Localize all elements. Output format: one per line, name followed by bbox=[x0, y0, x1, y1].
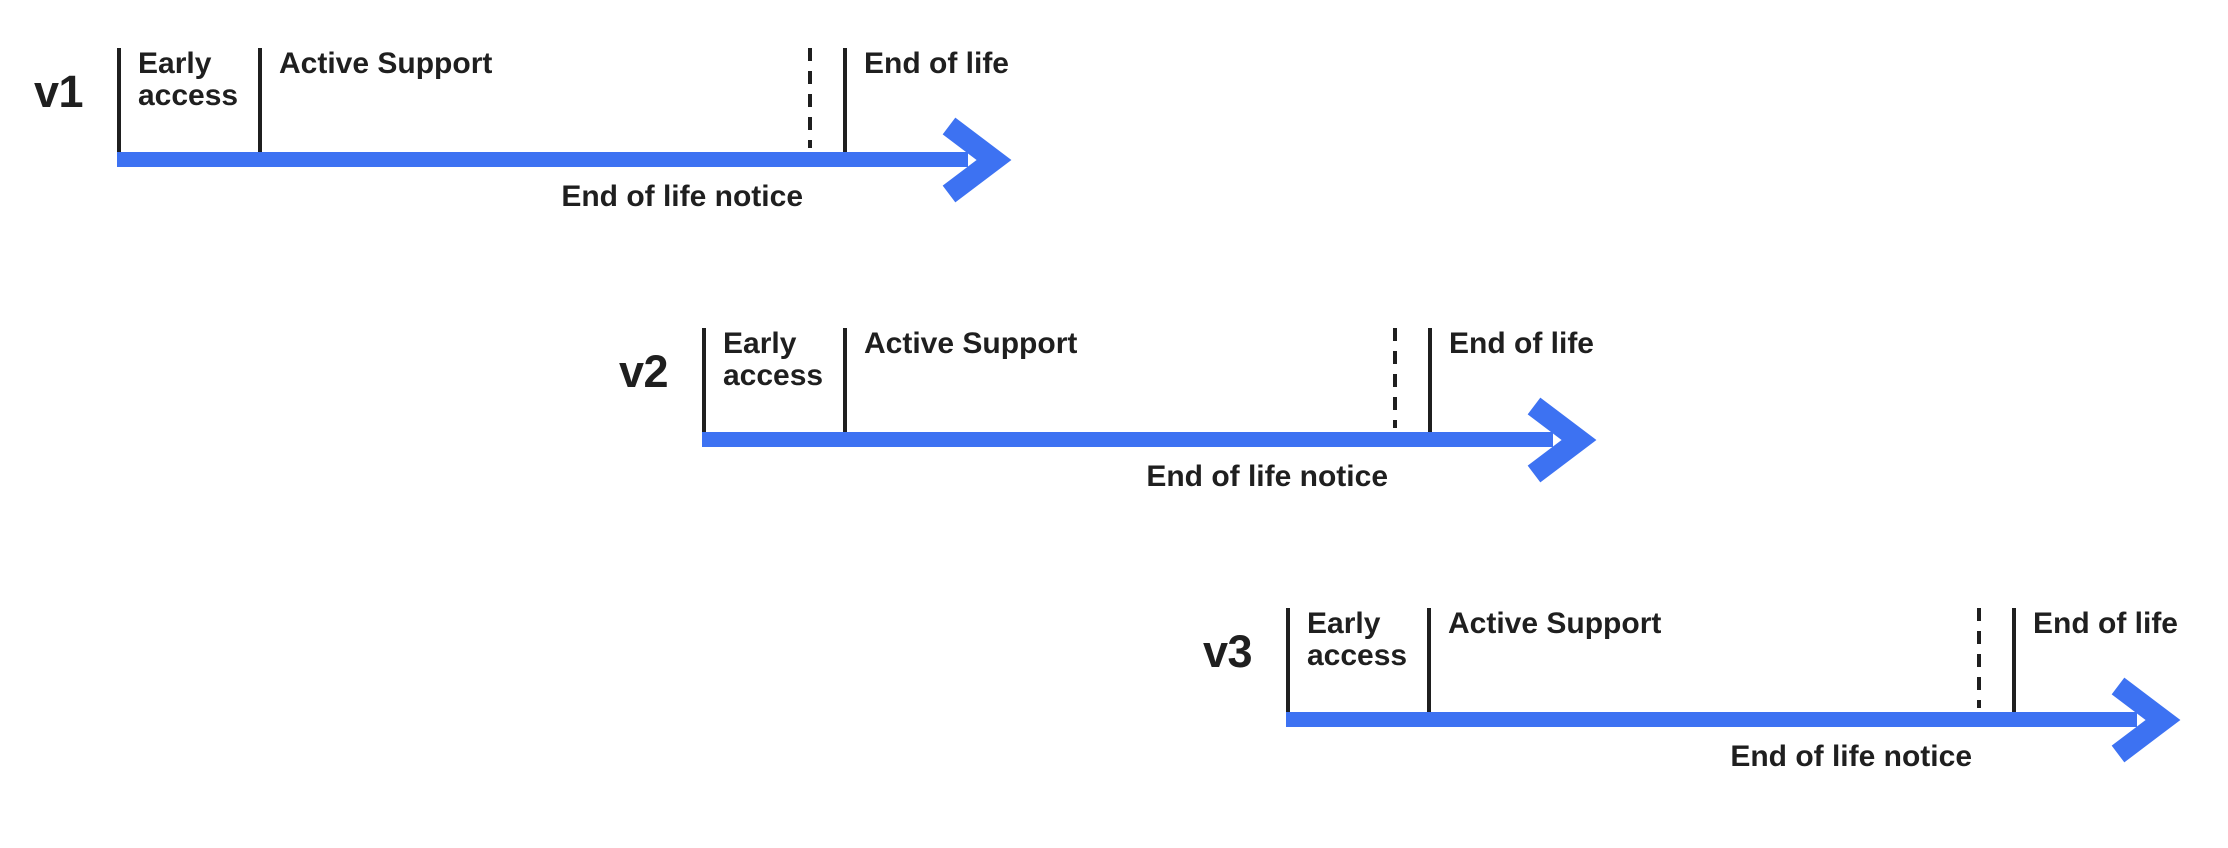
timeline-v2: v2 Early access Active Support End of li… bbox=[582, 328, 1742, 568]
end-of-life-label: End of life bbox=[1449, 327, 1594, 360]
early-access-label: Early access bbox=[1307, 607, 1408, 672]
end-of-life-notice-label: End of life notice bbox=[1730, 740, 1972, 773]
timeline-v3: v3 Early access Active Support End of li… bbox=[1166, 608, 2228, 848]
early-access-start-tick bbox=[702, 328, 706, 432]
end-of-life-tick bbox=[2012, 608, 2016, 712]
end-of-life-label: End of life bbox=[2033, 607, 2178, 640]
arrowhead-icon bbox=[942, 117, 1012, 203]
end-of-life-tick bbox=[1428, 328, 1432, 432]
arrowhead-icon bbox=[2111, 677, 2181, 763]
end-of-life-notice-label: End of life notice bbox=[561, 180, 803, 213]
version-timeline-diagram: v1 Early access Active Support End of li… bbox=[0, 48, 2181, 773]
early-access-start-tick bbox=[117, 48, 121, 152]
eol-notice-dashed-line bbox=[808, 48, 812, 148]
active-support-label: Active Support bbox=[1448, 607, 1662, 640]
version-label: v2 bbox=[618, 346, 669, 397]
version-label: v3 bbox=[1202, 626, 1253, 677]
timeline-arrow-shaft bbox=[1286, 712, 2137, 727]
early-access-label: Early access bbox=[138, 47, 239, 112]
eol-notice-dashed-line bbox=[1977, 608, 1981, 708]
timeline-v1: v1 Early access Active Support End of li… bbox=[0, 48, 1157, 288]
timeline-arrow-shaft bbox=[117, 152, 968, 167]
active-support-label: Active Support bbox=[864, 327, 1078, 360]
end-of-life-label: End of life bbox=[864, 47, 1009, 80]
end-of-life-tick bbox=[843, 48, 847, 152]
version-label: v1 bbox=[33, 66, 84, 117]
active-support-start-tick bbox=[258, 48, 262, 152]
early-access-start-tick bbox=[1286, 608, 1290, 712]
end-of-life-notice-label: End of life notice bbox=[1146, 460, 1388, 493]
active-support-start-tick bbox=[843, 328, 847, 432]
active-support-start-tick bbox=[1427, 608, 1431, 712]
early-access-label: Early access bbox=[723, 327, 824, 392]
timeline-arrow-shaft bbox=[702, 432, 1553, 447]
eol-notice-dashed-line bbox=[1393, 328, 1397, 428]
active-support-label: Active Support bbox=[279, 47, 493, 80]
arrowhead-icon bbox=[1527, 397, 1597, 483]
